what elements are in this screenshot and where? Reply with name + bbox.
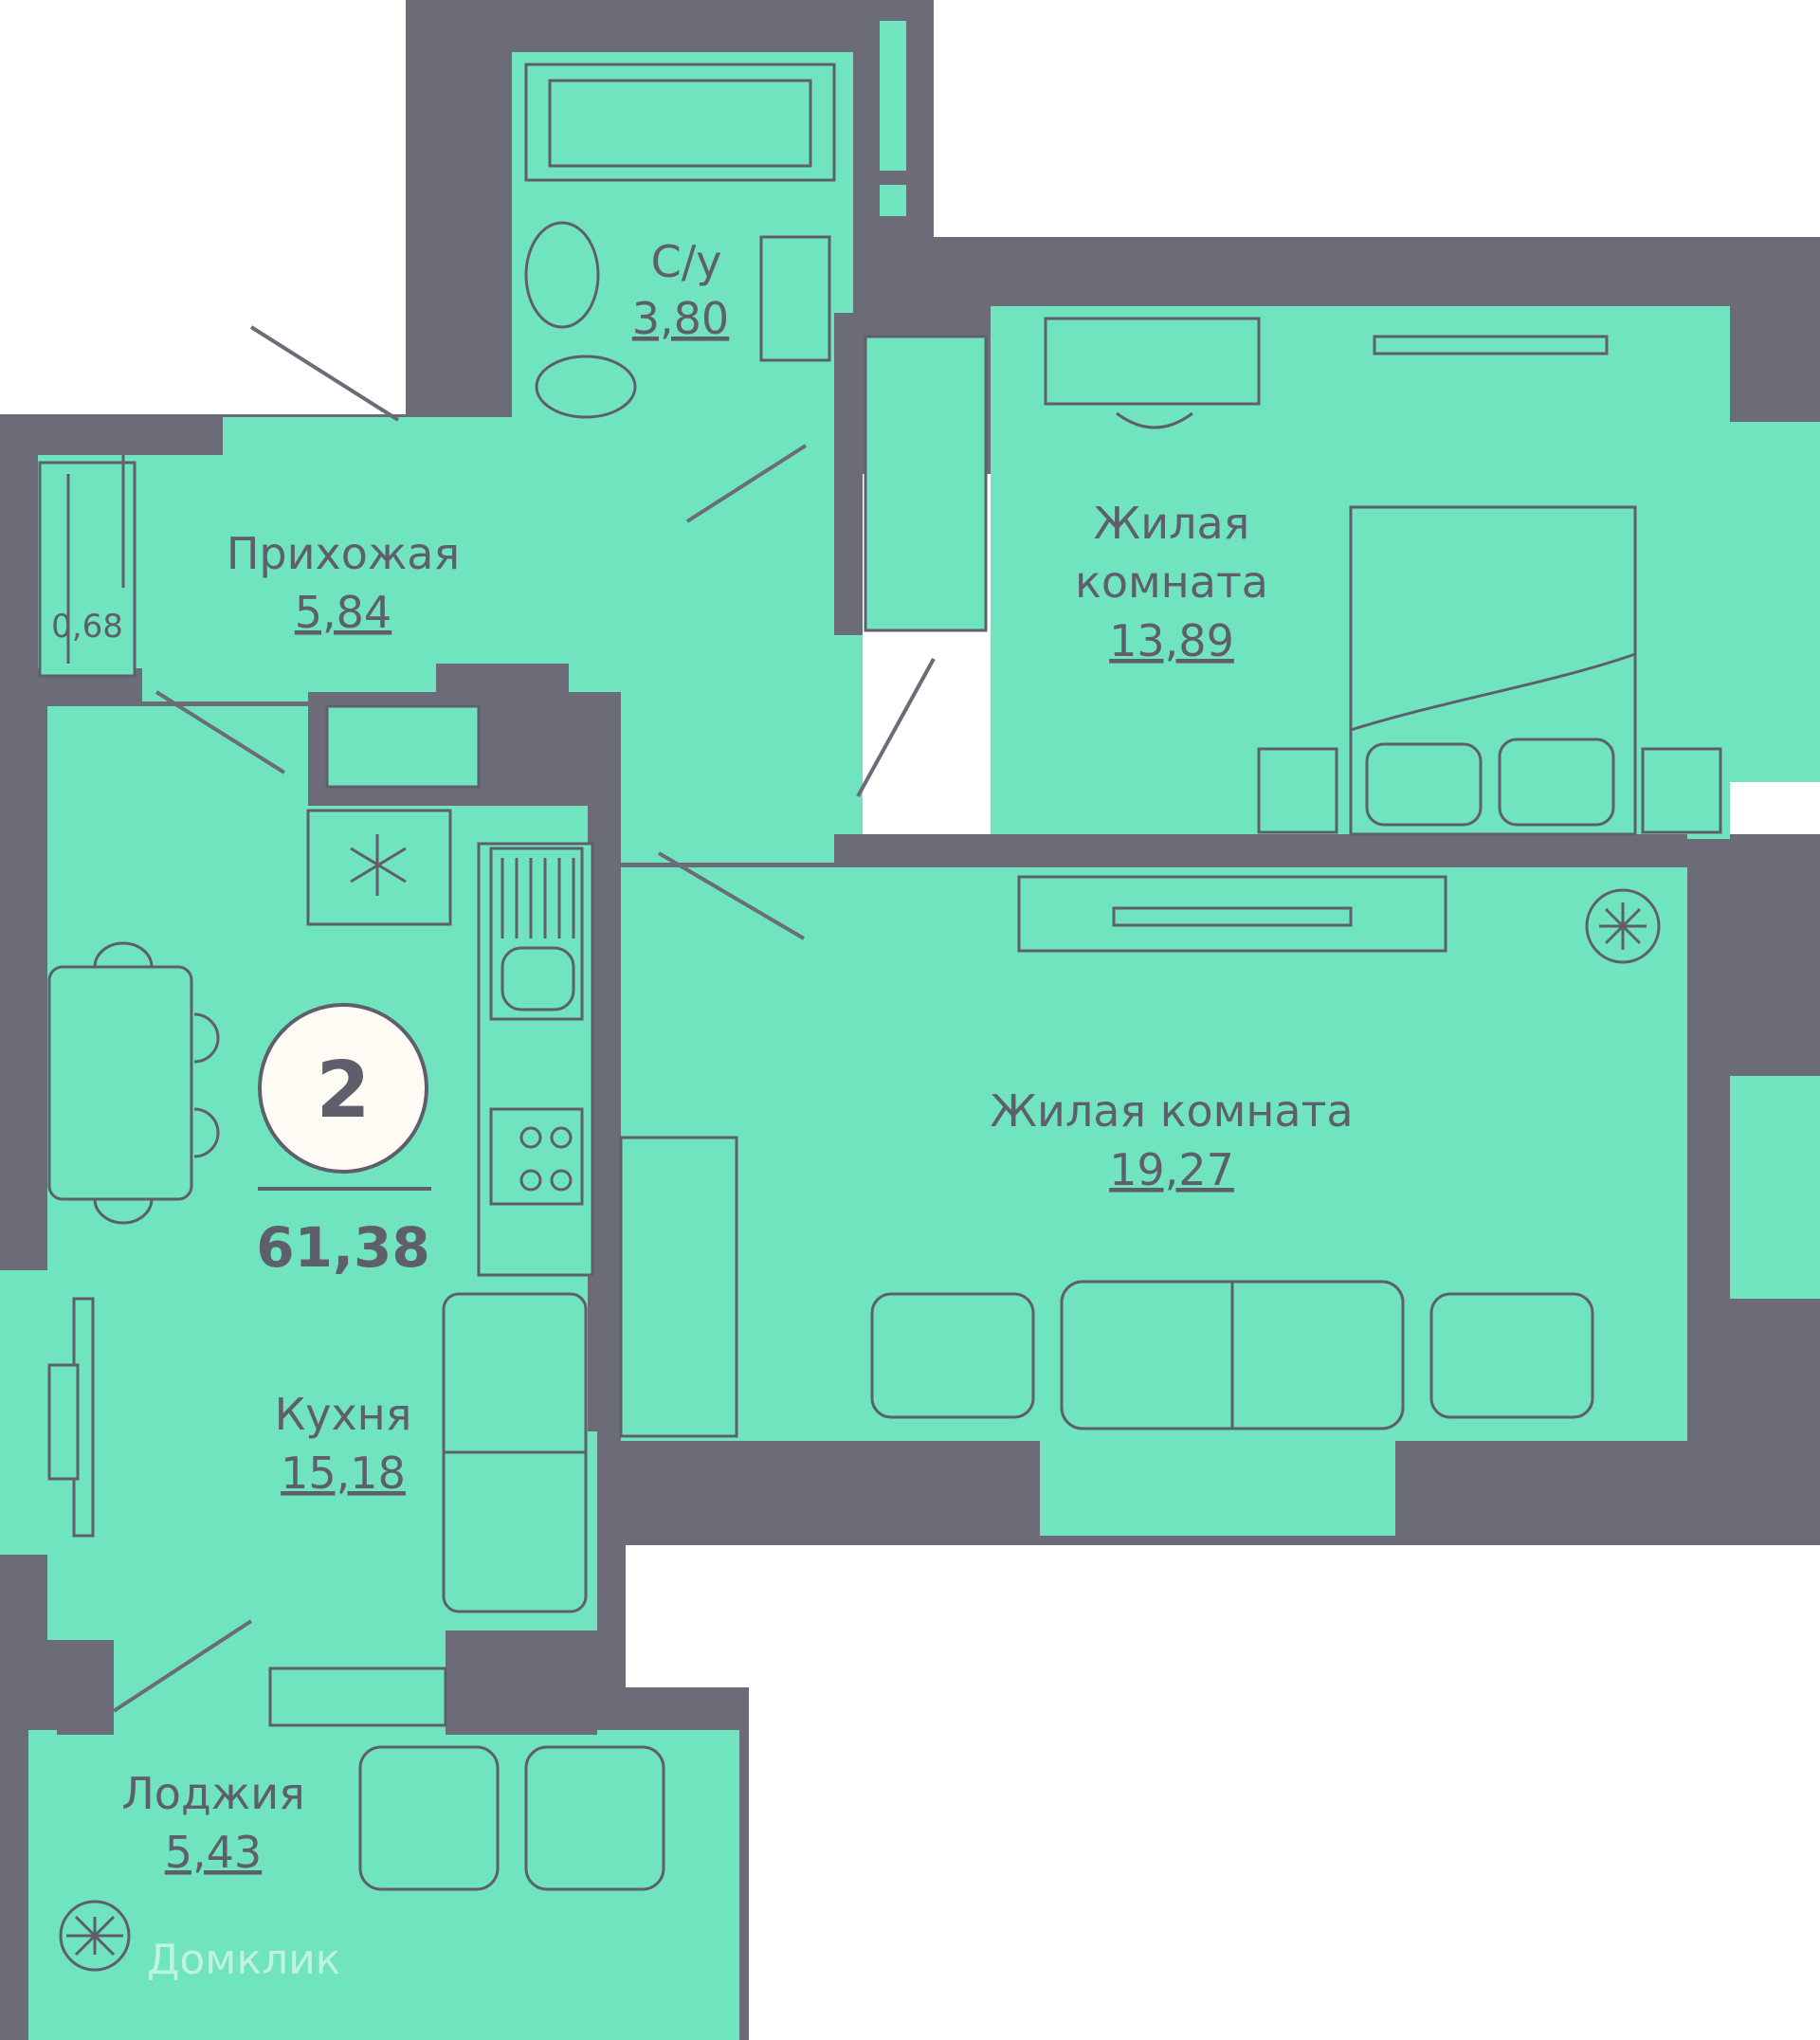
closet-hangers-icon [66,455,125,664]
pillow-right-icon [1498,738,1615,827]
watermark: Домклик [147,1936,340,1984]
kitchen-area: 15,18 [281,1448,406,1499]
toilet-icon [535,355,637,419]
kitchen-radiator-icon [47,1363,80,1481]
washbasin-icon [524,221,600,329]
stove-icon [489,1107,584,1206]
rooms-count: 2 [316,1046,370,1136]
kitchen-label: Кухня [275,1389,412,1440]
loggia-bench-icon [268,1667,447,1727]
rooms-count-badge [258,1003,428,1174]
dining-table-icon [47,965,193,1201]
floor-bedroom-window [1730,422,1820,782]
sink-basin-icon [500,946,575,1011]
bedroom-desk-icon [1044,317,1261,406]
bedroom-wardrobe-icon [864,335,988,632]
armchair-left-icon [870,1292,1035,1419]
floor-bath-niche [880,21,906,171]
bedroom-area: 13,89 [1109,615,1234,666]
loggia-chair-1-icon [358,1745,500,1891]
hall-label: Прихожая [227,528,460,579]
stove-burners-icon [519,1126,573,1192]
nightstand-right-icon [1641,747,1722,834]
floor-living-window-bottom [1040,1441,1395,1536]
bath-area: 3,80 [632,293,729,344]
wardrobe-small-icon [325,704,481,789]
door-swings [112,325,936,1713]
fridge-icon [306,809,452,926]
snowflake-icon [350,834,407,896]
total-area: 61,38 [256,1215,429,1280]
living-wardrobe-icon [619,1136,738,1438]
closet-area: 0,68 [51,608,123,646]
pillow-left-icon [1365,742,1483,827]
loggia-area: 5,43 [165,1827,262,1878]
plant-living-icon [1599,902,1647,950]
living-tv-icon [1112,906,1353,927]
floor-kitchen-window [0,1270,52,1555]
plant-living-ring [1585,888,1661,964]
floor-living-window-right [1730,1076,1820,1299]
sink-grid-icon [500,858,575,938]
closet-shelf-icon [38,461,136,678]
bathtub-inner-icon [548,79,812,168]
bath-label: С/у [651,236,722,287]
loggia-chair-2-icon [524,1745,665,1891]
nightstand-left-icon [1257,747,1338,834]
bathtub-icon [524,63,836,182]
loggia-label: Лоджия [121,1768,305,1819]
floor-bath-niche-2 [880,185,906,216]
washing-machine-icon [759,235,831,362]
hall-area: 5,84 [295,587,391,638]
plant-loggia-ring [59,1900,131,1972]
bedroom-label-line1: Жилая [1094,498,1250,549]
sink-icon [489,847,584,1021]
armchair-right-icon [1429,1292,1594,1419]
bedroom-label-line2: комната [1075,556,1268,608]
living-area: 19,27 [1109,1144,1234,1195]
bedroom-tv-icon [1373,335,1609,355]
living-label: Жилая комната [990,1085,1353,1137]
bed-blanket-icon [1350,652,1636,732]
dining-chairs-icon [93,941,220,1225]
bedroom-chair-icon [1116,411,1193,429]
plant-loggia-icon [66,1915,123,1957]
